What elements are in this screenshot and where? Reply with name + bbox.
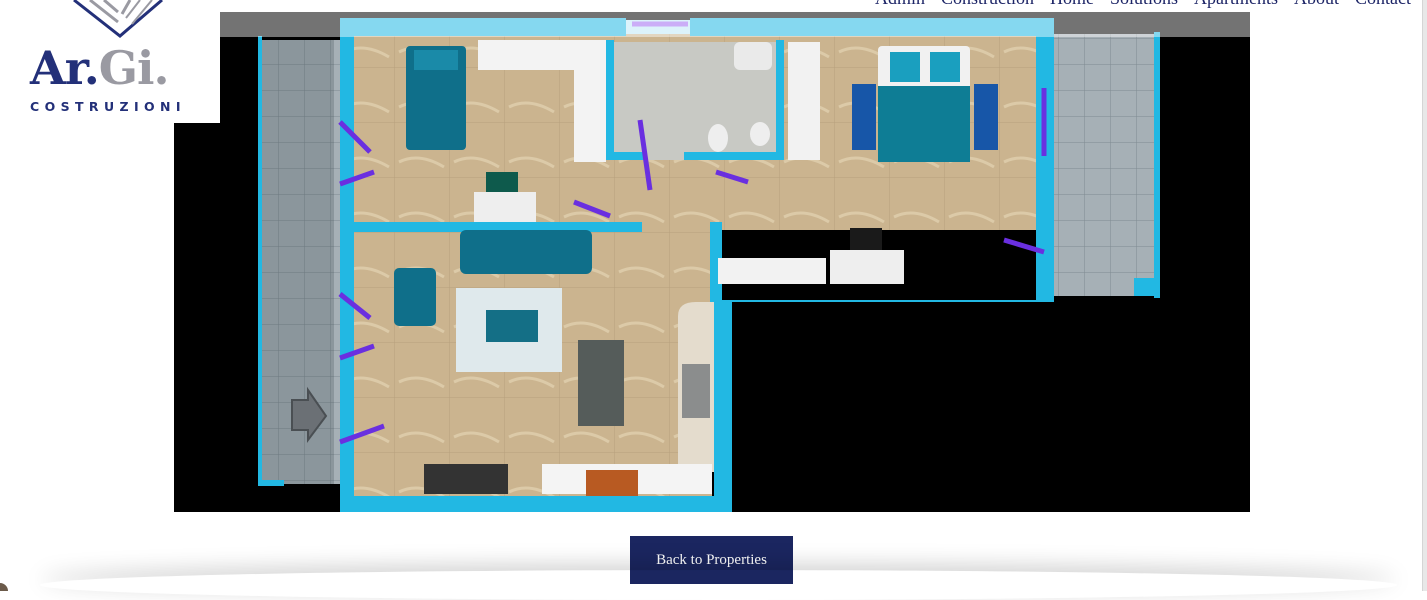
back-to-properties-button[interactable]: Back to Properties xyxy=(630,536,793,584)
nav-item-about[interactable]: About xyxy=(1294,0,1339,9)
corner-decoration xyxy=(0,583,8,591)
nav-item-solutions[interactable]: Solutions xyxy=(1110,0,1178,9)
brand-name: Ar.Gi. xyxy=(30,40,169,96)
brand-name-part2: Gi. xyxy=(98,41,170,95)
armchair xyxy=(394,268,436,326)
nav-item-home[interactable]: Home xyxy=(1050,0,1094,9)
nav-item-admin[interactable]: Admin xyxy=(875,0,925,9)
nav-item-construction[interactable]: Construction xyxy=(941,0,1034,9)
nav-overlay-strip xyxy=(220,12,1250,37)
brand-logo[interactable]: Ar.Gi. COSTRUZIONI xyxy=(0,0,220,123)
floor-plan-svg xyxy=(258,18,1160,512)
single-bed xyxy=(406,46,466,150)
main-nav: Admin Construction Home Solutions Apartm… xyxy=(875,0,1411,9)
doors xyxy=(338,21,1047,445)
nav-item-apartments[interactable]: Apartments xyxy=(1194,0,1278,9)
tv-unit xyxy=(424,464,508,494)
page-scrollbar-edge xyxy=(1422,0,1427,591)
nav-item-contact[interactable]: Contact xyxy=(1355,0,1411,9)
right-balcony xyxy=(1052,34,1160,296)
brand-name-part1: Ar. xyxy=(30,41,100,95)
wardrobe xyxy=(478,40,606,162)
brand-tagline: COSTRUZIONI xyxy=(30,99,186,114)
floor-plan-image xyxy=(174,12,1250,512)
building-logo-icon xyxy=(73,0,163,38)
dining-table xyxy=(578,340,624,426)
arrow-right-icon xyxy=(291,386,328,443)
sofa xyxy=(460,230,592,274)
